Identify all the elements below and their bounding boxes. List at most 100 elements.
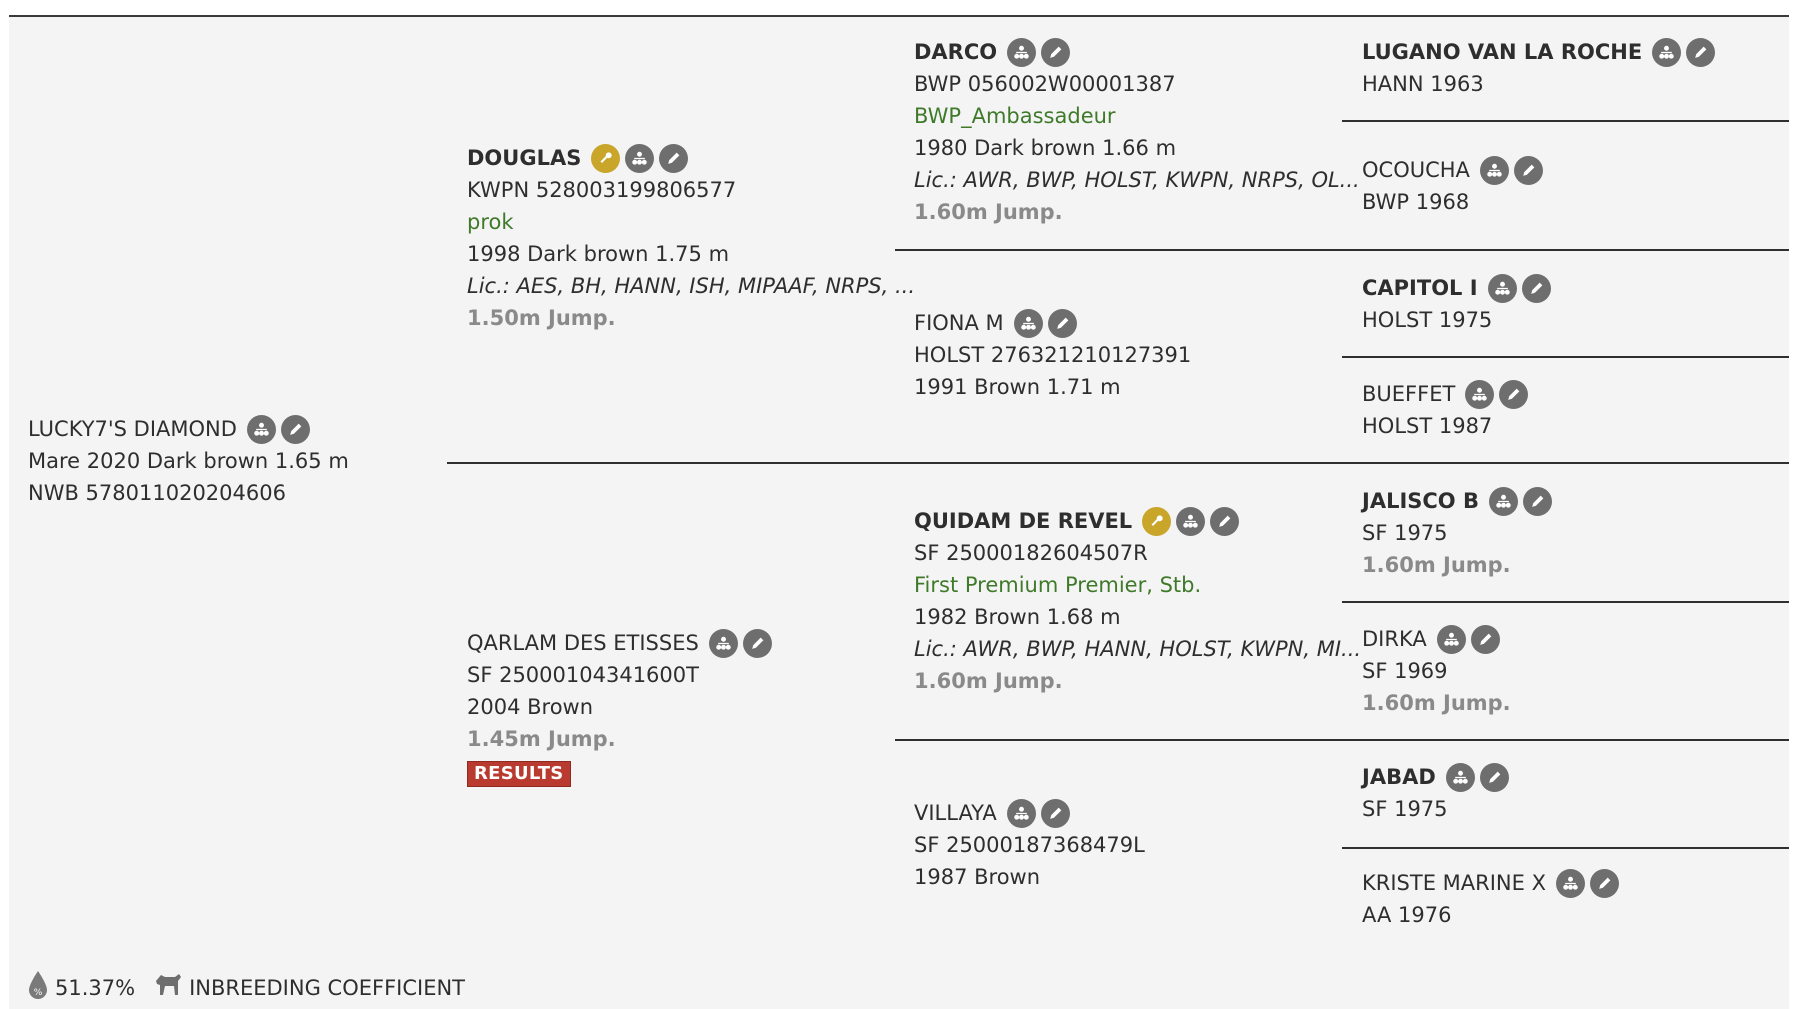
pedigree-tree-icon[interactable] xyxy=(1488,486,1518,516)
horse-jump: 1.60m Jump. xyxy=(1362,553,1511,577)
horse-name[interactable]: FIONA M xyxy=(914,311,1004,335)
dam-registration: SF 25000104341600T xyxy=(467,663,699,687)
horse-name[interactable]: JABAD xyxy=(1362,765,1436,789)
horse-info: HANN 1963 xyxy=(1362,72,1484,96)
g3-card: JALISCO B SF 1975 1.60m Jump. xyxy=(1362,485,1557,581)
edit-pencil-icon[interactable] xyxy=(1041,37,1071,67)
horse-registration: BWP 056002W00001387 xyxy=(914,72,1176,96)
dam-sire-card: QUIDAM DE REVEL SF 25000182604507R First… xyxy=(914,505,1361,697)
edit-pencil-icon[interactable] xyxy=(280,414,310,444)
divider xyxy=(447,462,1789,464)
horse-info: AA 1976 xyxy=(1362,903,1452,927)
sire-licenses: Lic.: AES, BH, HANN, ISH, MIPAAF, NRPS, … xyxy=(467,274,916,298)
edit-pencil-icon[interactable] xyxy=(1047,308,1077,338)
edit-pencil-icon[interactable] xyxy=(1522,486,1552,516)
subject-card: LUCKY7'S DIAMOND Mare 2020 Dark brown 1.… xyxy=(28,413,349,509)
sire-sire-card: DARCO BWP 056002W00001387 BWP_Ambassadeu… xyxy=(914,36,1360,228)
dam-jump: 1.45m Jump. xyxy=(467,727,616,751)
breeding-key-icon[interactable] xyxy=(591,143,621,173)
edit-pencil-icon[interactable] xyxy=(1686,37,1716,67)
edit-pencil-icon[interactable] xyxy=(1513,155,1543,185)
pedigree-tree-icon[interactable] xyxy=(1479,155,1509,185)
horse-name[interactable]: JALISCO B xyxy=(1362,489,1479,513)
subject-name[interactable]: LUCKY7'S DIAMOND xyxy=(28,417,237,441)
horse-name[interactable]: LUGANO VAN LA ROCHE xyxy=(1362,40,1643,64)
pedigree-tree-icon[interactable] xyxy=(1487,273,1517,303)
horse-registration: SF 25000187368479L xyxy=(914,833,1145,857)
sire-status: prok xyxy=(467,210,514,234)
pedigree-tree-icon[interactable] xyxy=(625,143,655,173)
horse-details: 1991 Brown 1.71 m xyxy=(914,375,1121,399)
g3-card: KRISTE MARINE X AA 1976 xyxy=(1362,867,1624,931)
pedigree-tree-icon[interactable] xyxy=(1436,624,1466,654)
horse-info: BWP 1968 xyxy=(1362,190,1470,214)
horse-name[interactable]: KRISTE MARINE X xyxy=(1362,871,1546,895)
edit-pencil-icon[interactable] xyxy=(1499,379,1529,409)
divider xyxy=(1342,847,1789,849)
edit-pencil-icon[interactable] xyxy=(659,143,689,173)
horse-jump: 1.60m Jump. xyxy=(1362,691,1511,715)
edit-pencil-icon[interactable] xyxy=(1521,273,1551,303)
g3-card: JABAD SF 1975 xyxy=(1362,761,1514,825)
pedigree-tree-icon[interactable] xyxy=(1652,37,1682,67)
horse-info: HOLST 1975 xyxy=(1362,308,1493,332)
svg-text:%: % xyxy=(34,988,43,998)
dam-name[interactable]: QARLAM DES ETISSES xyxy=(467,631,699,655)
pedigree-tree-icon[interactable] xyxy=(1007,37,1037,67)
pedigree-tree-icon[interactable] xyxy=(1555,868,1585,898)
pedigree-tree-icon[interactable] xyxy=(246,414,276,444)
g3-card: LUGANO VAN LA ROCHE HANN 1963 xyxy=(1362,36,1720,100)
subject-registration: NWB 578011020204606 xyxy=(28,481,286,505)
horse-info: SF 1975 xyxy=(1362,521,1448,545)
horse-details: 1980 Dark brown 1.66 m xyxy=(914,136,1177,160)
horse-registration: SF 25000182604507R xyxy=(914,541,1148,565)
edit-pencil-icon[interactable] xyxy=(1470,624,1500,654)
horse-name[interactable]: DIRKA xyxy=(1362,627,1427,651)
divider xyxy=(1342,601,1789,603)
horse-registration: HOLST 276321210127391 xyxy=(914,343,1192,367)
horse-status: First Premium Premier, Stb. xyxy=(914,573,1202,597)
pedigree-tree-icon[interactable] xyxy=(708,628,738,658)
sire-details: 1998 Dark brown 1.75 m xyxy=(467,242,730,266)
divider xyxy=(1342,356,1789,358)
g3-card: CAPITOL I HOLST 1975 xyxy=(1362,272,1556,336)
g3-card: DIRKA SF 1969 1.60m Jump. xyxy=(1362,623,1511,719)
pedigree-tree-icon[interactable] xyxy=(1006,798,1036,828)
sire-registration: KWPN 528003199806577 xyxy=(467,178,737,202)
horse-jump: 1.60m Jump. xyxy=(914,200,1063,224)
divider xyxy=(895,739,1789,741)
g3-card: OCOUCHA BWP 1968 xyxy=(1362,154,1548,218)
horse-licenses: Lic.: AWR, BWP, HOLST, KWPN, NRPS, OL... xyxy=(914,168,1360,192)
horse-name[interactable]: QUIDAM DE REVEL xyxy=(914,509,1133,533)
horse-icon[interactable] xyxy=(153,971,183,1004)
horse-info: SF 1975 xyxy=(1362,797,1448,821)
results-button[interactable]: RESULTS xyxy=(467,761,571,787)
sire-name[interactable]: DOUGLAS xyxy=(467,146,582,170)
sire-jump: 1.50m Jump. xyxy=(467,306,616,330)
dam-details: 2004 Brown xyxy=(467,695,594,719)
pedigree-tree-icon[interactable] xyxy=(1445,762,1475,792)
edit-pencil-icon[interactable] xyxy=(1210,506,1240,536)
horse-name[interactable]: OCOUCHA xyxy=(1362,158,1470,182)
horse-details: 1987 Brown xyxy=(914,865,1041,889)
horse-name[interactable]: VILLAYA xyxy=(914,801,997,825)
horse-name[interactable]: BUEFFET xyxy=(1362,382,1456,406)
horse-details: 1982 Brown 1.68 m xyxy=(914,605,1121,629)
dam-card: QARLAM DES ETISSES SF 25000104341600T 20… xyxy=(467,627,777,787)
edit-pencil-icon[interactable] xyxy=(742,628,772,658)
horse-info: SF 1969 xyxy=(1362,659,1448,683)
breeding-key-icon[interactable] xyxy=(1142,506,1172,536)
pedigree-tree-icon[interactable] xyxy=(1176,506,1206,536)
percent-drop-icon: % xyxy=(27,970,49,1005)
edit-pencil-icon[interactable] xyxy=(1589,868,1619,898)
edit-pencil-icon[interactable] xyxy=(1479,762,1509,792)
pedigree-tree-icon[interactable] xyxy=(1465,379,1495,409)
inbreeding-coefficient-link[interactable]: INBREEDING COEFFICIENT xyxy=(189,975,466,1000)
horse-name[interactable]: CAPITOL I xyxy=(1362,276,1478,300)
sire-card: DOUGLAS KWPN 528003199806577 prok 1998 D… xyxy=(467,142,915,334)
g3-card: BUEFFET HOLST 1987 xyxy=(1362,378,1533,442)
pedigree-tree-icon[interactable] xyxy=(1013,308,1043,338)
edit-pencil-icon[interactable] xyxy=(1040,798,1070,828)
horse-name[interactable]: DARCO xyxy=(914,40,998,64)
dam-dam-card: VILLAYA SF 25000187368479L 1987 Brown xyxy=(914,797,1145,893)
